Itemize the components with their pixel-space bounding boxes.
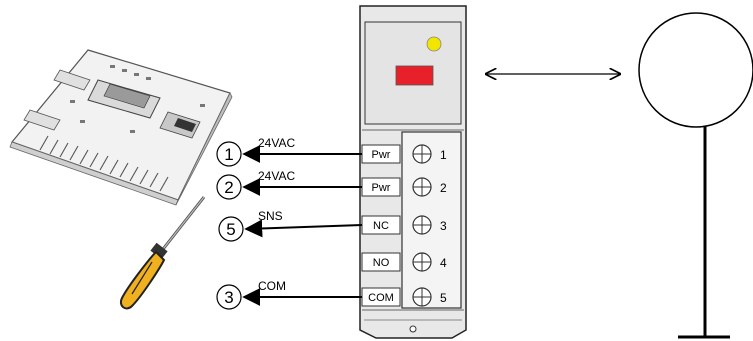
terminal-screw-icon	[412, 144, 432, 307]
terminal-tag-1: Pwr	[372, 149, 391, 161]
terminal-block	[401, 131, 462, 309]
wire-circle-3: 3	[224, 288, 233, 307]
terminal-number-2: 2	[440, 181, 447, 195]
signal-label-5: COM	[258, 279, 286, 293]
terminal-number-3: 3	[440, 219, 447, 233]
status-led	[426, 36, 442, 52]
wire-circle-2: 2	[224, 178, 233, 197]
signal-label-2: 24VAC	[258, 169, 295, 183]
terminal-tag-2: Pwr	[372, 182, 391, 194]
signal-label-1: 24VAC	[258, 136, 295, 150]
terminal-tag-4: NO	[373, 257, 390, 269]
sensor-icon	[638, 12, 753, 339]
wire-circle-5: 5	[226, 220, 235, 239]
wire-arrows	[242, 145, 363, 306]
display-window	[395, 65, 434, 86]
terminal-number-5: 5	[440, 291, 447, 305]
terminal-number-1: 1	[440, 148, 447, 162]
circuit-board-icon	[9, 49, 233, 206]
wire-circle-1: 1	[224, 145, 233, 164]
terminal-tag-3: NC	[373, 220, 389, 232]
signal-label-3: SNS	[258, 209, 283, 223]
screwdriver-icon	[120, 196, 206, 310]
terminal-number-4: 4	[440, 256, 447, 270]
terminal-tag-5: COM	[368, 292, 394, 304]
